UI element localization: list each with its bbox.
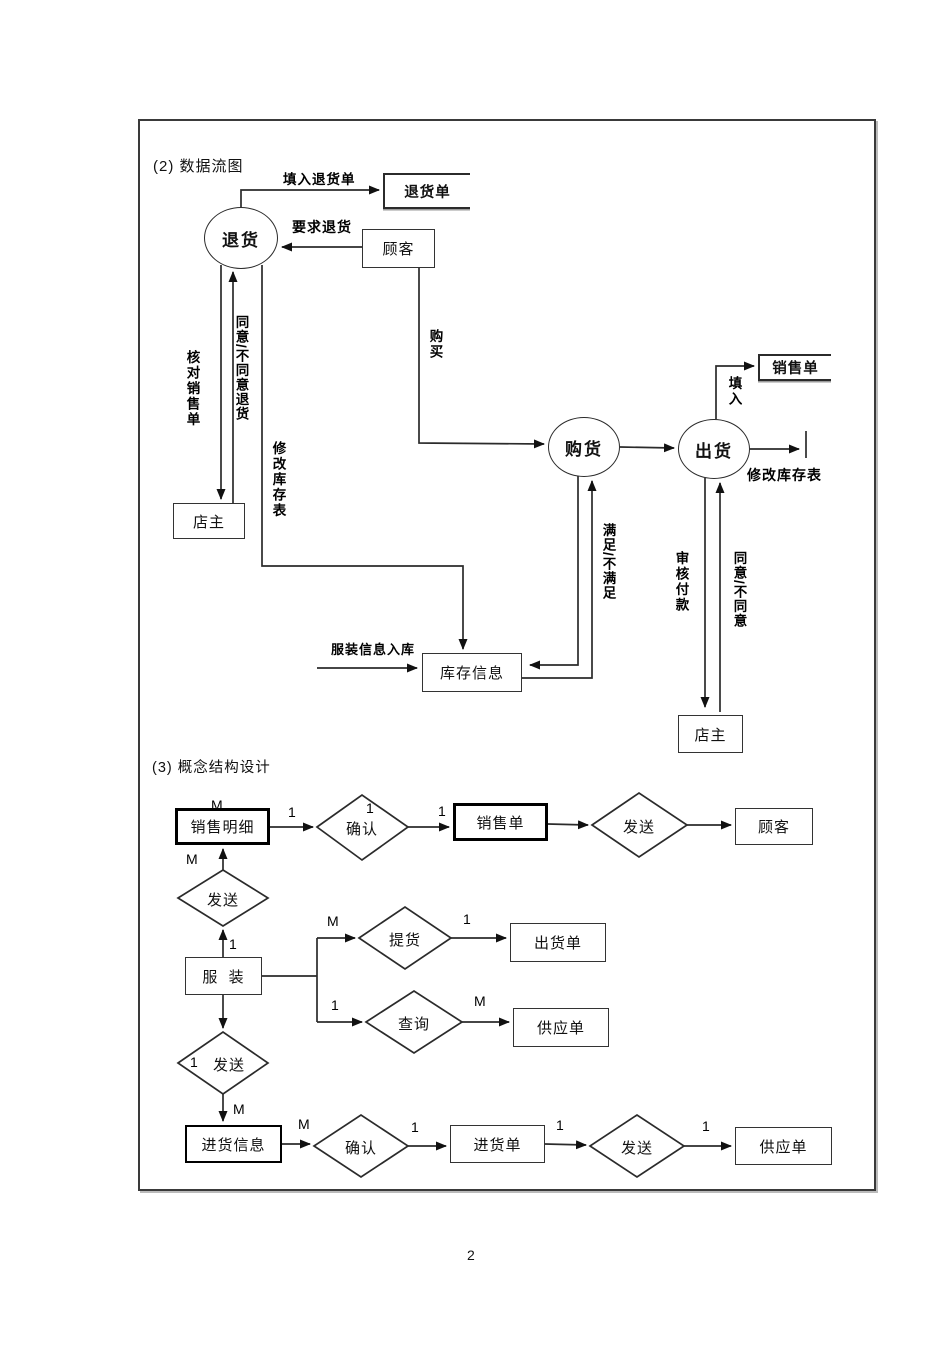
erd-rel-confirm-bottom: 确认 — [344, 1140, 377, 1157]
card-detail-confirm: 1 — [288, 804, 296, 820]
process-buy: 购货 — [548, 417, 620, 477]
erd-rel-send-lower: 发送 — [212, 1057, 245, 1074]
card-before-sales-order: 1 — [438, 803, 446, 819]
card-query-supply-m: M — [474, 993, 486, 1009]
card-pick-m: M — [327, 913, 339, 929]
card-query-1: 1 — [331, 997, 339, 1013]
erd-rel-confirm-top: 确认 — [345, 821, 378, 838]
label-agree-return: 同意/不同意退货 — [233, 315, 249, 422]
erd-rel-query: 查询 — [397, 1016, 430, 1033]
label-check-sales-order: 核对销售单 — [184, 350, 200, 428]
erd-entity-customer: 顾客 — [735, 808, 813, 845]
label-clothing-info-in: 服装信息入库 — [331, 642, 416, 657]
erd-entity-supply-order-bottom: 供应单 — [735, 1127, 832, 1165]
erd-entity-purchase-order: 进货单 — [450, 1125, 545, 1163]
entity-customer: 顾客 — [362, 229, 435, 268]
card-pick-ship: 1 — [463, 911, 471, 927]
erd-entity-sales-detail: 销售明细 — [175, 808, 270, 845]
label-modify-inventory-left: 修改库存表 — [270, 441, 286, 519]
label-request-return: 要求退货 — [292, 219, 352, 235]
card-send-bottom-1: 1 — [702, 1118, 710, 1134]
label-audit-payment: 审核付款 — [673, 551, 689, 613]
card-confirm2-1: 1 — [411, 1119, 419, 1135]
datastore-return-order: 退货单 — [383, 173, 470, 209]
erd-rel-send-top: 发送 — [622, 819, 655, 836]
card-sales-detail-top: M — [211, 797, 223, 813]
entity-owner-right: 店主 — [678, 715, 743, 753]
erd-entity-clothing: 服 装 — [185, 957, 262, 995]
label-fill-return-order: 填入退货单 — [283, 172, 356, 187]
card-purchase-info-m: M — [298, 1116, 310, 1132]
label-buy: 购买 — [427, 329, 443, 360]
card-send-lower-m: M — [233, 1101, 245, 1117]
label-fill-in: 填入 — [726, 376, 742, 407]
process-return: 退货 — [204, 207, 278, 269]
erd-rel-send-upper: 发送 — [206, 892, 239, 909]
erd-rel-pick: 提货 — [388, 932, 421, 949]
card-confirm-inner: 1 — [366, 800, 374, 816]
datastore-sales-order: 销售单 — [758, 354, 831, 381]
erd-entity-purchase-info: 进货信息 — [185, 1125, 282, 1163]
label-modify-inventory-right: 修改库存表 — [747, 467, 822, 483]
card-clothing-send: 1 — [229, 936, 237, 952]
box-inventory-info: 库存信息 — [422, 653, 522, 692]
section3-title: (3) 概念结构设计 — [152, 760, 271, 776]
entity-owner-left: 店主 — [173, 503, 245, 539]
card-send-upper-m: M — [186, 851, 198, 867]
erd-entity-supply-order-mid: 供应单 — [513, 1008, 609, 1047]
label-satisfy: 满足/不满足 — [600, 523, 616, 601]
section2-title: (2) 数据流图 — [153, 158, 244, 175]
card-purchase-order-1: 1 — [556, 1117, 564, 1133]
erd-rel-send-bottom: 发送 — [620, 1140, 653, 1157]
table-cell-border — [138, 119, 876, 1191]
erd-entity-sales-order: 销售单 — [453, 803, 548, 841]
page-number: 2 — [467, 1247, 475, 1263]
erd-entity-ship-order: 出货单 — [510, 923, 606, 962]
card-send-lower-inner: 1 — [190, 1054, 198, 1070]
process-ship: 出货 — [678, 419, 750, 479]
label-agree: 同意/不同意 — [731, 551, 747, 629]
